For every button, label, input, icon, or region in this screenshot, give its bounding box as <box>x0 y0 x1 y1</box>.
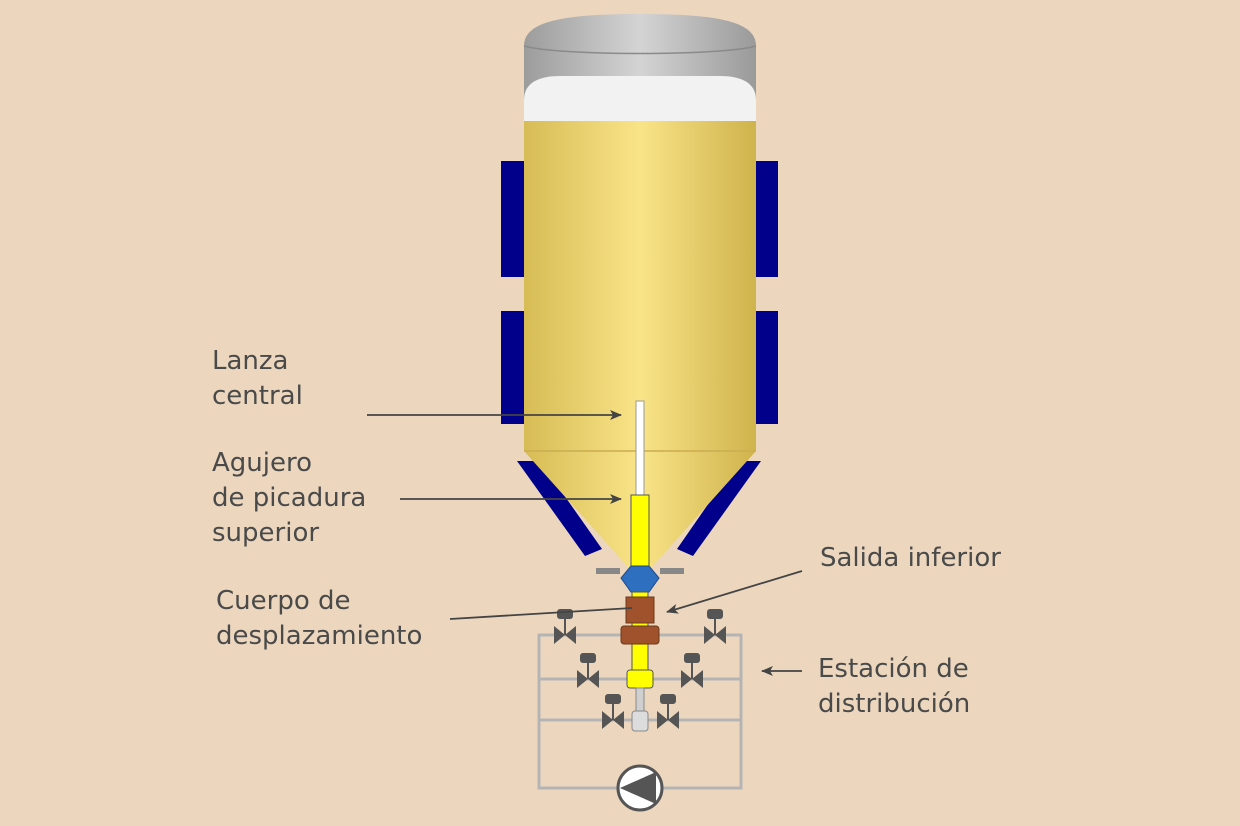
lance-assembly <box>620 400 660 732</box>
arrow-salida-inferior <box>666 570 803 614</box>
silo-cylinder <box>524 121 756 451</box>
label-estacion-distribucion: Estación de distribución <box>818 652 970 722</box>
label-salida-inferior-line-1: Salida inferior <box>820 543 1001 573</box>
leader-arrows <box>367 410 803 676</box>
outlet-collar <box>620 625 660 645</box>
label-agujero-line-1: Agujero <box>212 448 313 478</box>
valve-icon <box>681 653 703 688</box>
lance-central-rod <box>635 400 645 497</box>
valve-icon <box>704 609 726 644</box>
silo-headspace <box>524 76 756 122</box>
jacket-right-upper <box>754 161 778 277</box>
label-agujero-picadura: Agujero de picadura superior <box>212 446 366 551</box>
lance-end-cap <box>631 710 649 732</box>
jacket-cone-left <box>517 461 602 556</box>
label-agujero-line-2: de picadura <box>212 483 367 513</box>
label-cuerpo-line-1: Cuerpo de <box>216 586 351 616</box>
label-lanza-central-line-2: central <box>212 381 303 411</box>
label-lanza-central: Lanza central <box>212 344 303 414</box>
heating-jackets <box>501 161 778 556</box>
label-lanza-central-line-1: Lanza <box>212 346 289 376</box>
lance-gray-stem <box>635 687 645 713</box>
valve-icon <box>602 694 624 729</box>
flange-left <box>596 568 620 574</box>
silo-roof-rim <box>523 45 757 55</box>
jacket-right-lower <box>754 311 778 424</box>
lance-lower-block <box>626 669 654 689</box>
valve-icon <box>554 609 576 644</box>
pump-icon <box>616 764 664 812</box>
line-cuerpo-desplazamiento <box>449 607 633 620</box>
label-cuerpo-line-2: desplazamiento <box>216 621 423 651</box>
label-estacion-line-1: Estación de <box>818 654 969 684</box>
valve-icon <box>657 694 679 729</box>
flange-right <box>660 568 684 574</box>
label-salida-inferior: Salida inferior <box>820 541 1001 576</box>
displacement-body <box>620 565 660 593</box>
jacket-cone-right <box>677 461 761 556</box>
jacket-left-upper <box>501 161 525 277</box>
valve-icon <box>577 653 599 688</box>
jacket-left-lower <box>501 311 525 424</box>
outlet-pipe <box>625 596 655 624</box>
label-agujero-line-3: superior <box>212 518 320 548</box>
label-estacion-line-2: distribución <box>818 689 971 719</box>
label-cuerpo-desplazamiento: Cuerpo de desplazamiento <box>216 584 422 654</box>
lance-upper-yellow <box>630 494 650 568</box>
